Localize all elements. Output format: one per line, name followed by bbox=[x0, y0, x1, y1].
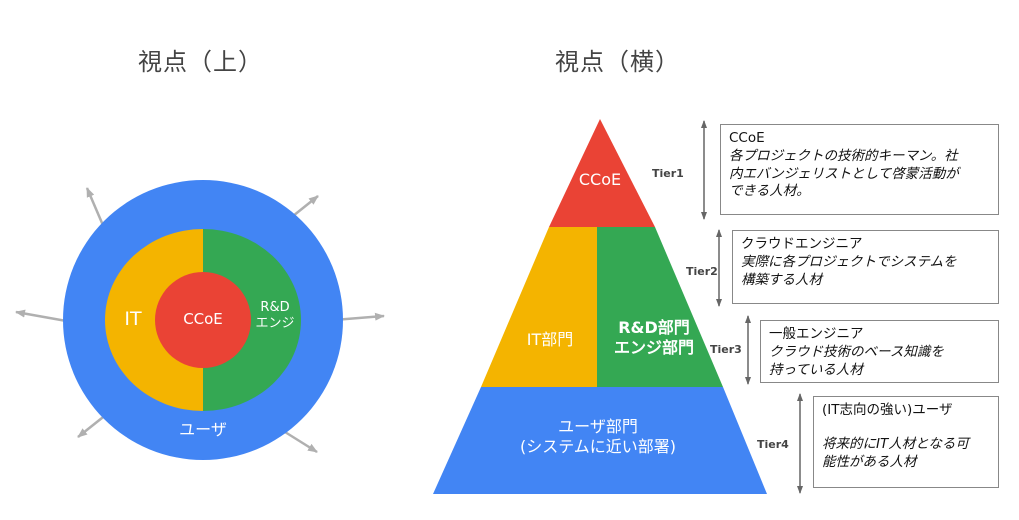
tier-brackets bbox=[701, 120, 803, 494]
tier2-desc-line1: 実際に各プロジェクトでシステムを bbox=[741, 253, 957, 270]
pyramid-middle-rd bbox=[597, 227, 723, 387]
tier4-label: Tier4 bbox=[757, 438, 789, 451]
tier4-title: (IT志向の強い)ユーザ bbox=[822, 402, 953, 418]
pyramid-user-label-line2: (システムに近い部署) bbox=[519, 437, 676, 456]
top-view-title: 視点（上） bbox=[138, 48, 263, 76]
tier4-desc-line2: 能性がある人材 bbox=[822, 453, 917, 470]
tier2-desc-line2: 構築する人材 bbox=[741, 271, 822, 288]
tier1-desc-line3: できる人材。 bbox=[729, 183, 810, 200]
tier1-desc-line2: 内エバンジェリストとして啓蒙活動が bbox=[729, 165, 959, 182]
pyramid-ccoe-label: CCoE bbox=[578, 170, 622, 189]
top-it-label: IT bbox=[124, 308, 142, 330]
tier1-title: CCoE bbox=[729, 130, 765, 146]
tier3-desc-line1: クラウド技術のベース知識を bbox=[769, 343, 944, 360]
arrow-up-left bbox=[85, 187, 107, 231]
top-rd-label-line1: R&D bbox=[260, 300, 290, 315]
pyramid-user-label: ユーザ部門 (システムに近い部署) bbox=[486, 417, 710, 457]
pyramid-top-ccoe bbox=[549, 119, 655, 227]
tier1-label: Tier1 bbox=[652, 167, 684, 180]
tier3-desc-line2: 持っている人材 bbox=[769, 361, 863, 378]
top-rd-label: R&D エンジ bbox=[250, 300, 300, 333]
pyramid-rd-label-line2: エンジ部門 bbox=[613, 338, 694, 357]
tier2-title: クラウドエンジニア bbox=[741, 236, 863, 252]
arrow-left bbox=[15, 309, 73, 324]
tier3-description: 一般エンジニア クラウド技術のベース知識を 持っている人材 bbox=[760, 320, 999, 383]
tier3-title: 一般エンジニア bbox=[769, 326, 864, 342]
arrow-down-right bbox=[284, 430, 318, 454]
tier2-label: Tier2 bbox=[686, 265, 718, 278]
tier1-desc-line1: 各プロジェクトの技術的キーマン。社 bbox=[729, 147, 958, 164]
side-view-title: 視点（横） bbox=[555, 48, 680, 76]
top-ccoe-label: CCoE bbox=[183, 310, 223, 328]
pyramid-it-label: IT部門 bbox=[526, 330, 574, 349]
pyramid-bottom-user bbox=[433, 387, 767, 494]
pyramid-rd-label: R&D部門 エンジ部門 bbox=[598, 318, 710, 358]
tier4-desc-line1: 将来的にIT人材となる可 bbox=[822, 435, 969, 452]
ccoe-core bbox=[155, 272, 251, 368]
tier2-description: クラウドエンジニア 実際に各プロジェクトでシステムを 構築する人材 bbox=[732, 230, 999, 304]
pyramid-rd-label-line1: R&D部門 bbox=[618, 318, 690, 337]
tier4-description: (IT志向の強い)ユーザ 将来的にIT人材となる可 能性がある人材 bbox=[813, 396, 999, 488]
rd-half bbox=[203, 229, 301, 411]
it-half bbox=[105, 229, 203, 411]
tier3-label: Tier3 bbox=[710, 343, 742, 356]
top-view-diagram bbox=[63, 180, 343, 460]
tier1-description: CCoE 各プロジェクトの技術的キーマン。社 内エバンジェリストとして啓蒙活動が… bbox=[720, 124, 999, 215]
side-view-pyramid bbox=[433, 119, 767, 494]
pyramid-middle-it bbox=[481, 227, 597, 387]
top-user-label: ユーザ bbox=[179, 420, 227, 439]
pyramid-user-label-line1: ユーザ部門 bbox=[558, 417, 638, 436]
top-rd-label-line2: エンジ bbox=[255, 316, 295, 332]
